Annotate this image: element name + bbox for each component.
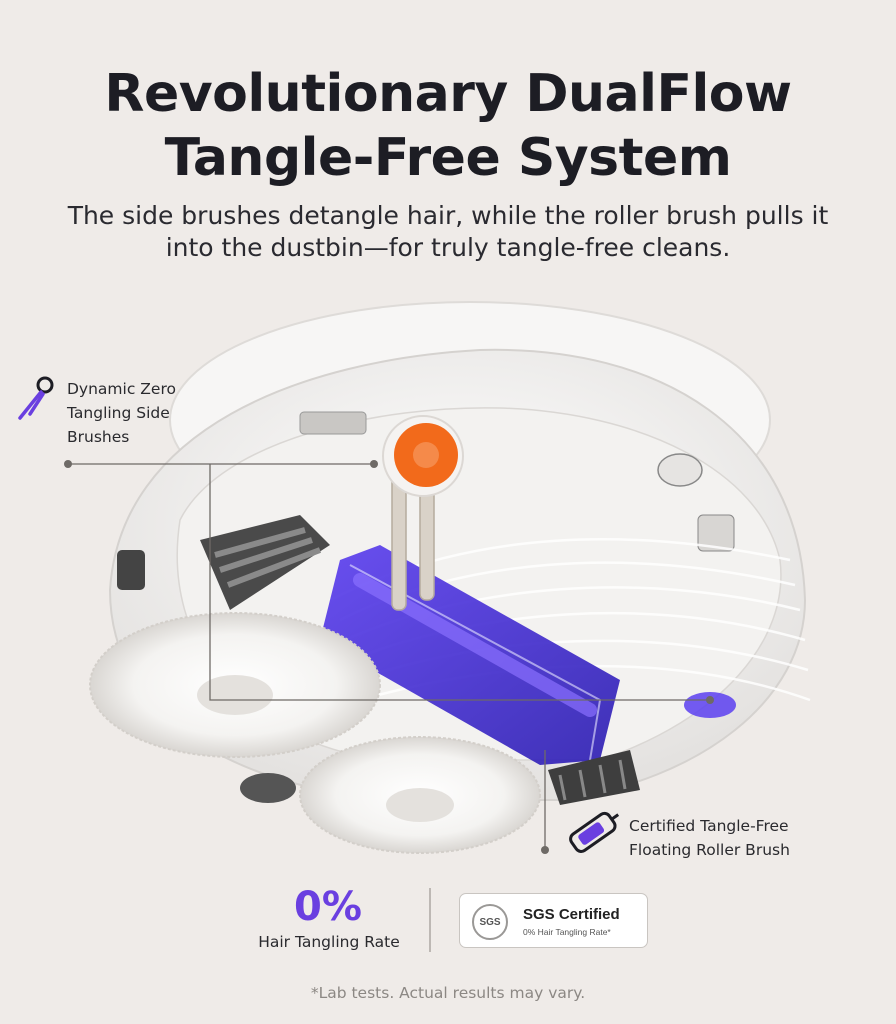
wheel-cap	[657, 453, 703, 487]
stat-divider	[429, 888, 431, 952]
title-line: Tangle-Free System	[164, 128, 732, 188]
page-subtitle: The side brushes detangle hair, while th…	[0, 200, 896, 264]
subtitle-line: into the dustbin—for truly tangle-free c…	[165, 233, 731, 262]
roller-brush-callout: Certified Tangle-Free Floating Roller Br…	[629, 814, 829, 862]
side-brush	[382, 415, 464, 611]
caster-wheel	[240, 773, 296, 803]
tangling-rate-label: Hair Tangling Rate	[258, 933, 400, 951]
sensor-window	[697, 514, 735, 552]
sgs-certified-badge: SGS SGS Certified 0% Hair Tangling Rate*	[459, 893, 648, 948]
tangling-rate-value: 0%	[294, 884, 362, 930]
badge-subtitle: 0% Hair Tangling Rate*	[523, 927, 611, 937]
side-brush-icon	[18, 376, 54, 420]
callout-line: Brushes	[67, 428, 130, 446]
title-line: Revolutionary DualFlow	[104, 64, 792, 124]
side-brush-callout: Dynamic Zero Tangling Side Brushes	[67, 377, 217, 449]
page-title: Revolutionary DualFlow Tangle-Free Syste…	[0, 62, 896, 190]
callout-line: Tangling Side	[67, 404, 170, 422]
brush-end-cap	[684, 692, 736, 718]
callout-lines	[68, 463, 710, 850]
sensor-window	[117, 550, 145, 590]
callout-line: Certified Tangle-Free	[629, 817, 789, 835]
mop-pad	[89, 612, 381, 758]
rear-roller-block	[548, 750, 640, 805]
subtitle-line: The side brushes detangle hair, while th…	[67, 201, 829, 230]
roller-brush-icon	[569, 811, 620, 853]
sgs-logo-icon: SGS	[472, 904, 508, 940]
callout-line: Floating Roller Brush	[629, 841, 790, 859]
disclaimer: *Lab tests. Actual results may vary.	[310, 984, 586, 1002]
drive-wheel	[200, 515, 330, 610]
mop-pad	[299, 736, 541, 854]
callout-dots	[64, 460, 714, 854]
sensor-window	[299, 411, 367, 435]
badge-title: SGS Certified	[523, 906, 620, 923]
callout-line: Dynamic Zero	[67, 380, 176, 398]
